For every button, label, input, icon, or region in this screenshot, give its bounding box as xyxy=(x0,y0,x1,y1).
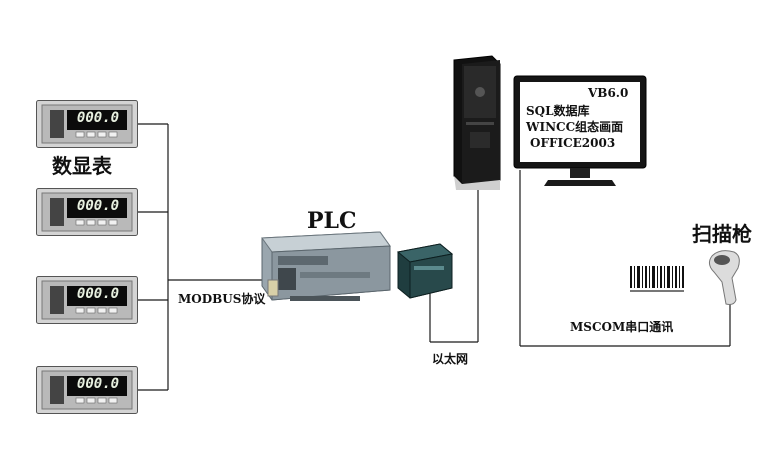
digital-meter: 000.0 xyxy=(36,100,138,148)
meter-reading: 000.0 xyxy=(76,376,120,392)
plc-label: PLC xyxy=(307,208,357,234)
digital-meter: 000.0 xyxy=(36,188,138,236)
monitor-line-3: WINCC组态画面 xyxy=(526,120,624,134)
monitor-line-4: OFFICE2003 xyxy=(530,136,616,150)
mscom-label: MSCOM串口通讯 xyxy=(570,320,674,334)
digital-meter: 000.0 xyxy=(36,276,138,324)
meters-label: 数显表 xyxy=(52,154,112,178)
scanner-label: 扫描枪 xyxy=(692,222,752,246)
meter-reading: 000.0 xyxy=(76,286,120,302)
monitor-line-1: VB6.0 xyxy=(588,86,629,100)
monitor-line-2: SQL数据库 xyxy=(526,104,590,118)
ethernet-label: 以太网 xyxy=(432,352,469,366)
meter-reading: 000.0 xyxy=(76,198,120,214)
modbus-label: MODBUS协议 xyxy=(178,292,266,306)
meter-reading: 000.0 xyxy=(76,110,120,126)
digital-meter: 000.0 xyxy=(36,366,138,414)
barcode-icon xyxy=(630,266,684,292)
